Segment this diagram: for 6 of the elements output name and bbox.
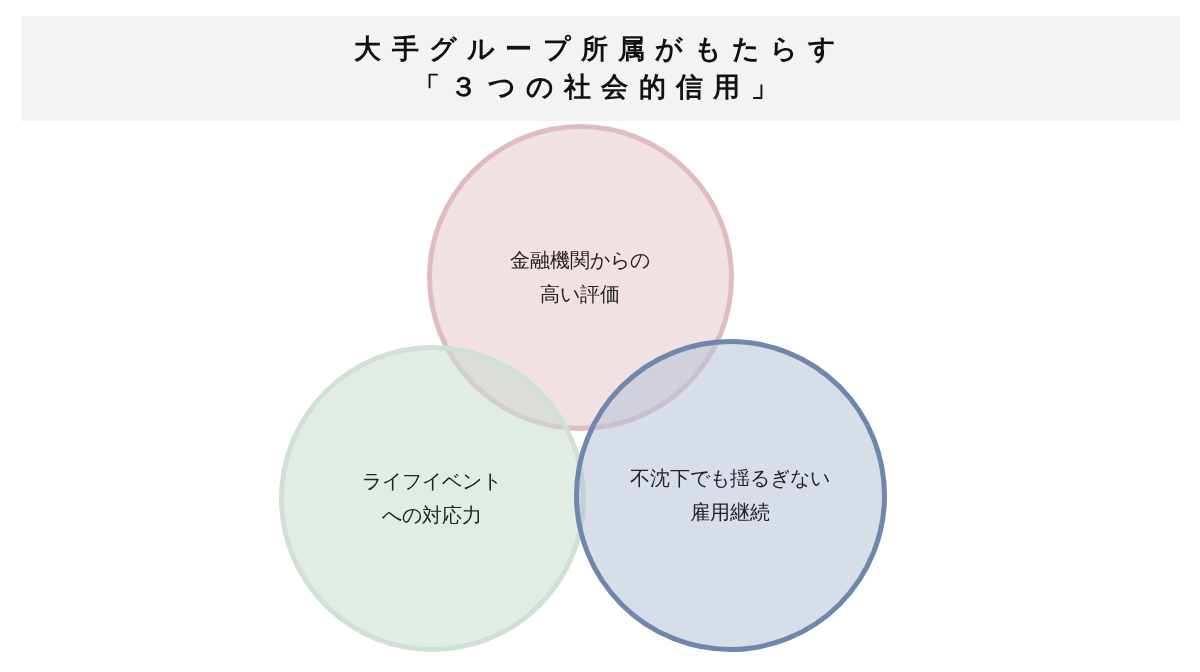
venn-circle (426, 123, 734, 431)
venn-circle (573, 338, 887, 652)
title: 大手グループ所属がもたらす「３つの社会的信用」 (353, 32, 848, 104)
circle-label: ライフイベントへの対応力 (361, 468, 503, 529)
circle-label: 不沈下でも揺るぎない雇用継続 (629, 465, 831, 526)
circle-label: 金融機関からの高い評価 (509, 247, 651, 308)
